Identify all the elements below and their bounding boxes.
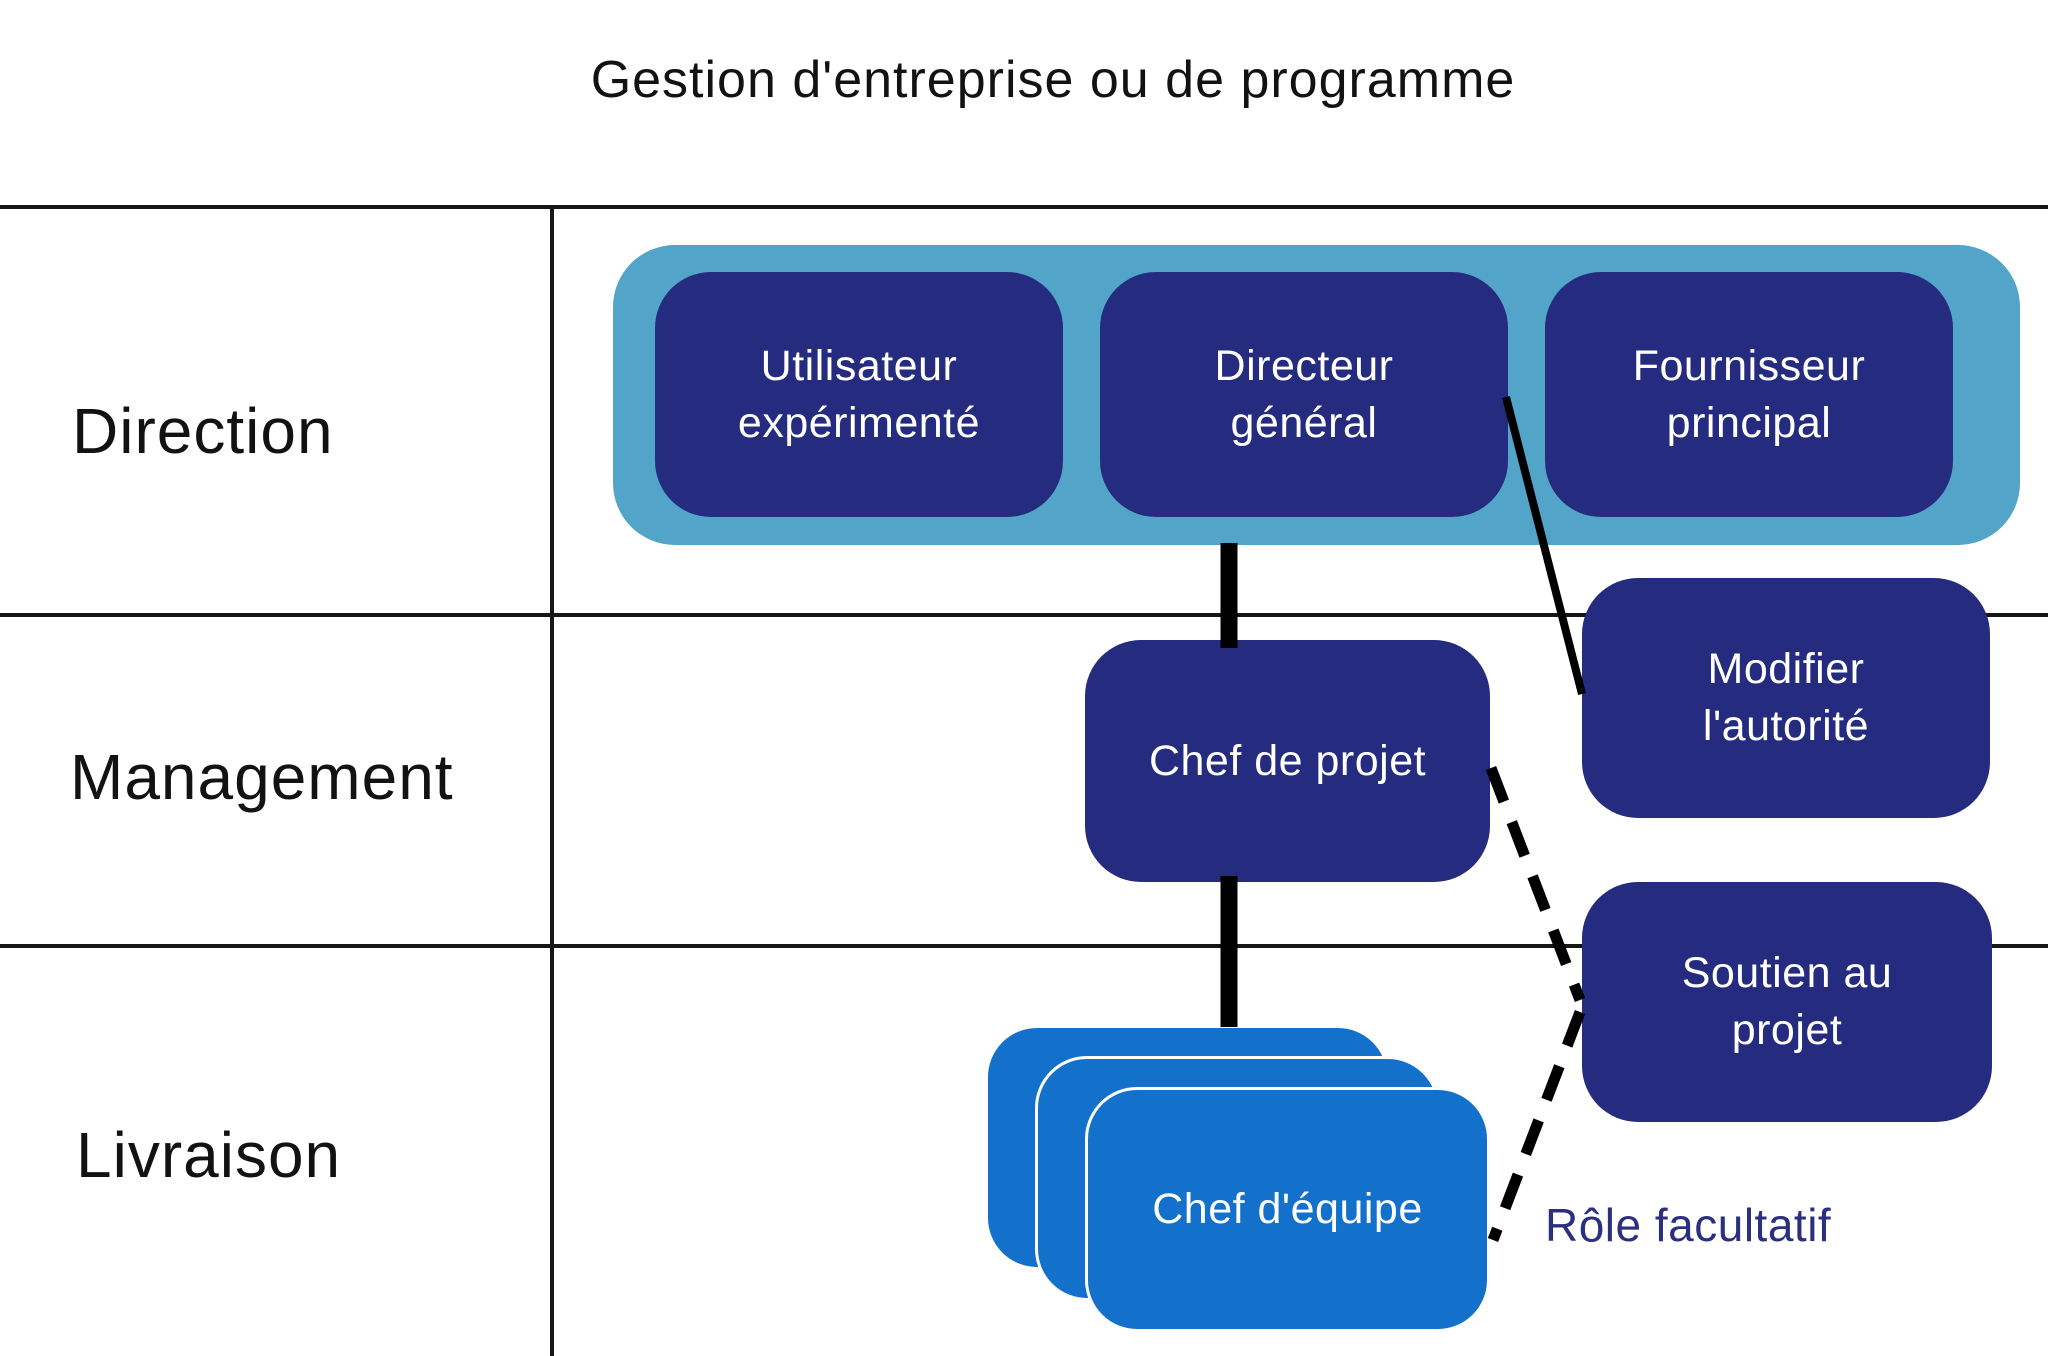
row-label-management: Management — [70, 741, 454, 813]
box-fournisseur-principal: Fournisseur principal — [1545, 272, 1953, 517]
box-soutien-au-projet: Soutien au projet — [1582, 882, 1992, 1122]
box-fournisseur-principal-label: Fournisseur principal — [1632, 341, 1866, 447]
diagram-title: Gestion d'entreprise ou de programme — [590, 51, 1516, 109]
box-utilisateur-experimente: Utilisateur expérimenté — [655, 272, 1063, 517]
row-divider-top — [0, 205, 2048, 209]
box-modifier-autorite-label: Modifier l'autorité — [1702, 645, 1870, 750]
optional-role-note: Rôle facultatif — [1545, 1199, 1832, 1251]
box-soutien-au-projet-label: Soutien au projet — [1681, 949, 1893, 1054]
label-column-divider — [550, 205, 554, 1356]
box-directeur-general-label: Directeur général — [1214, 341, 1394, 447]
box-directeur-general: Directeur général — [1100, 272, 1508, 517]
connector-dashed-chef-projet-to-soutien — [1485, 766, 1586, 1002]
row-label-livraison: Livraison — [76, 1119, 342, 1191]
row-divider-management-livraison — [0, 944, 2048, 948]
box-chef-de-projet: Chef de projet — [1085, 640, 1490, 882]
box-chef-dequipe-label: Chef d'équipe — [1152, 1185, 1423, 1233]
box-modifier-autorite: Modifier l'autorité — [1582, 578, 1990, 818]
box-utilisateur-experimente-label: Utilisateur expérimenté — [737, 341, 981, 447]
box-chef-dequipe: Chef d'équipe — [1085, 1087, 1490, 1332]
box-chef-de-projet-label: Chef de projet — [1148, 736, 1427, 785]
row-divider-direction-management — [0, 613, 2048, 617]
row-label-direction: Direction — [72, 395, 334, 467]
